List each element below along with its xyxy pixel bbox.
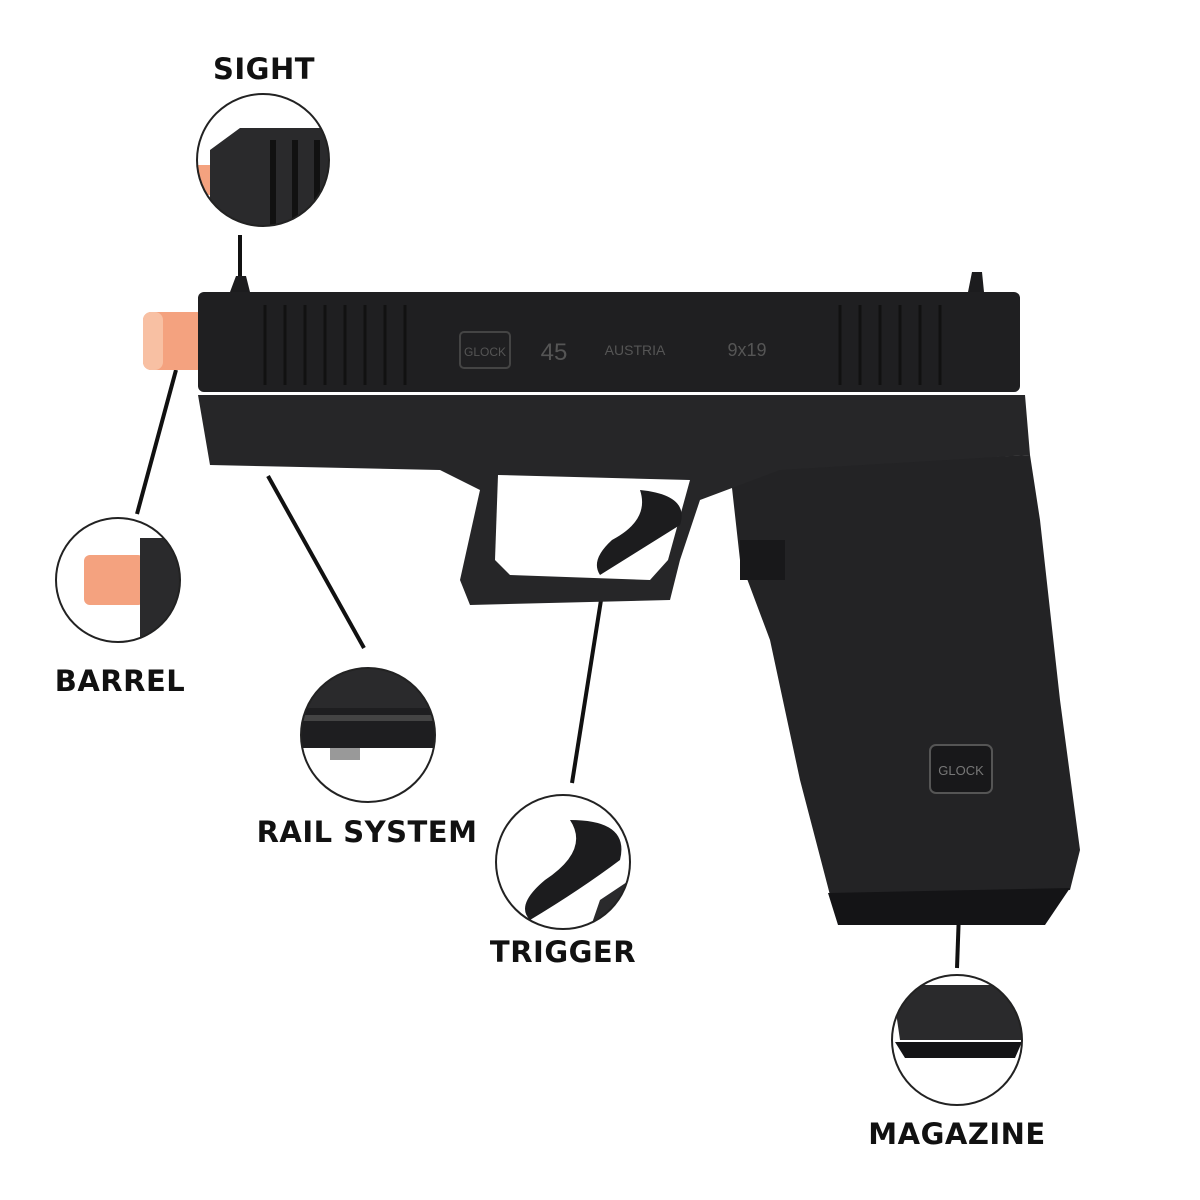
front-sight — [230, 276, 250, 292]
magazine-detail — [891, 974, 1023, 1106]
sight-detail — [196, 93, 330, 227]
magazine-label: MAGAZINE — [868, 1117, 1046, 1151]
rail-system-label: RAIL SYSTEM — [256, 815, 478, 849]
trigger-label: TRIGGER — [489, 935, 637, 969]
grip-logo: GLOCK — [938, 763, 984, 778]
serrations — [263, 305, 942, 385]
slide-country: AUSTRIA — [605, 342, 666, 358]
barrel-label: BARREL — [54, 664, 186, 698]
trigger — [596, 490, 682, 575]
slide-model: 45 — [541, 339, 568, 366]
slide-logo-box — [459, 331, 511, 369]
sight-label: SIGHT — [212, 52, 316, 86]
trigger-guard-opening — [495, 475, 690, 580]
magazine-base — [828, 888, 1070, 925]
grip — [730, 455, 1080, 895]
rear-sight — [968, 272, 984, 292]
grip-logo-box — [929, 744, 993, 794]
slide-logo: GLOCK — [464, 345, 506, 359]
barrel-detail — [55, 517, 181, 643]
rail-detail — [300, 667, 436, 803]
pistol-image: GLOCK 45 AUSTRIA 9x19 GLOCK — [143, 272, 1080, 925]
rail-connector — [266, 475, 366, 649]
slide-stop — [740, 540, 785, 580]
trigger-detail — [495, 794, 631, 930]
slide-caliber: 9x19 — [727, 340, 766, 360]
barrel-connector — [135, 369, 178, 515]
